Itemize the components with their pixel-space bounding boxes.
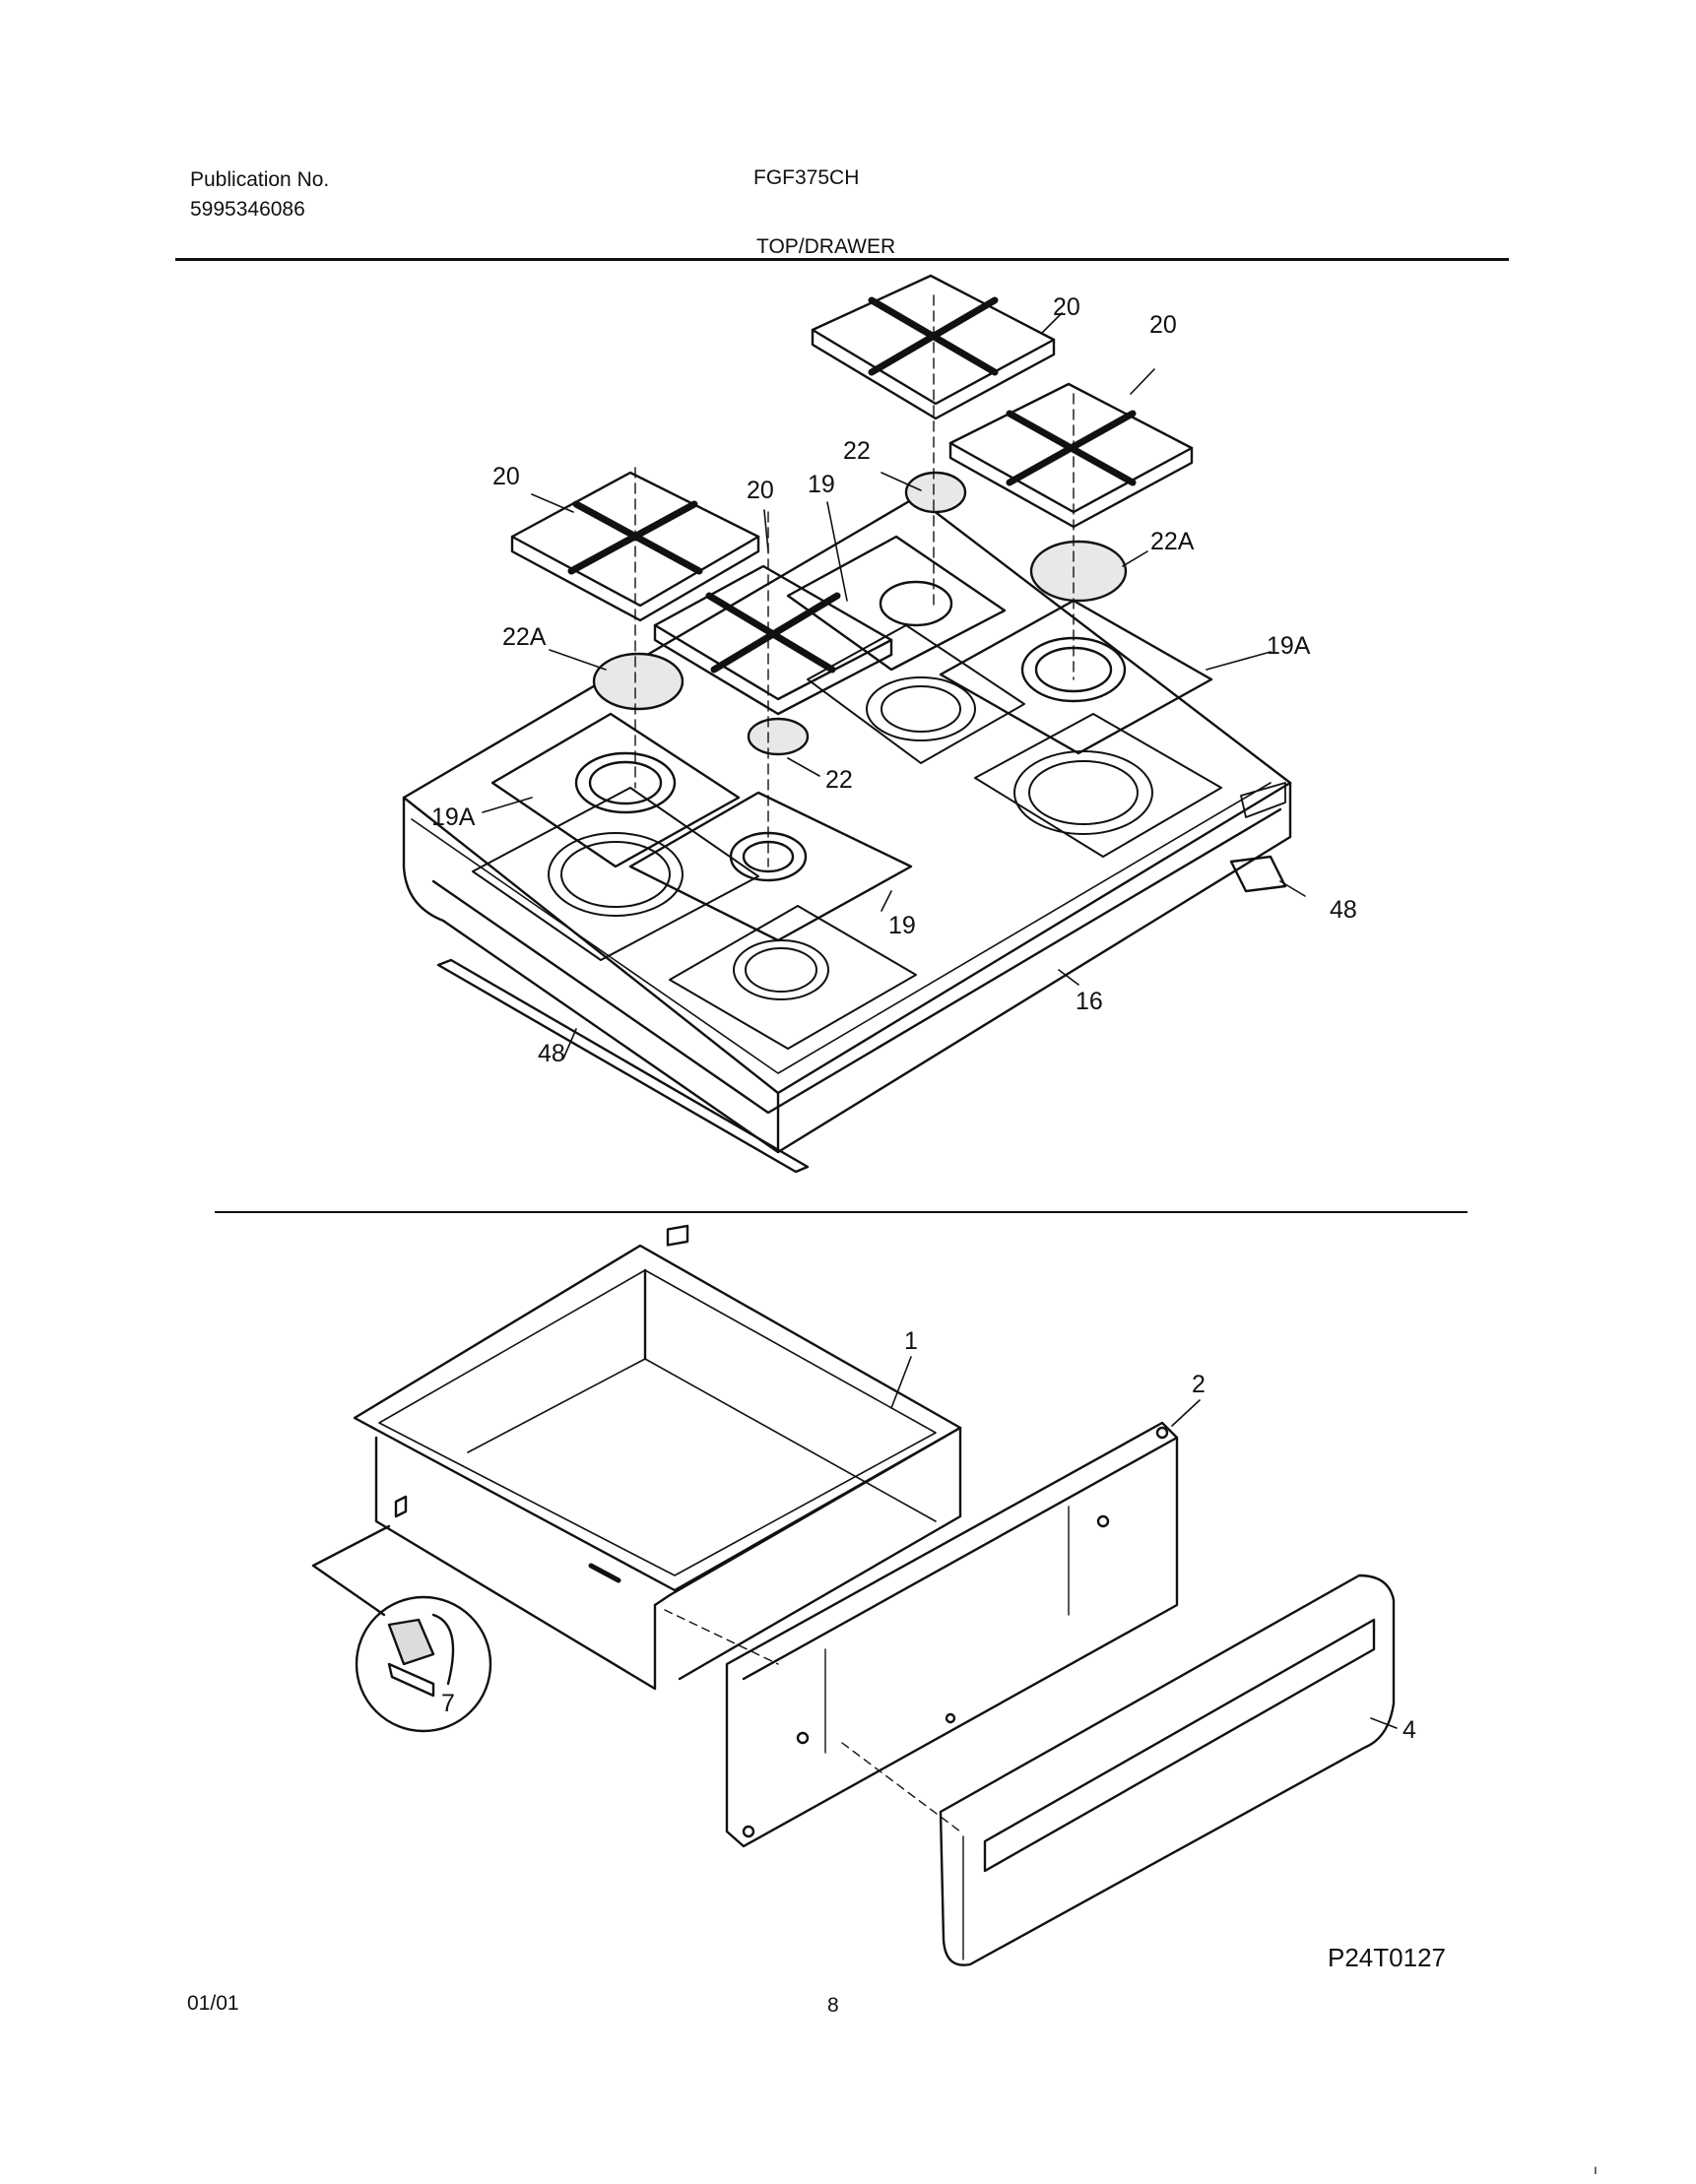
callout-20-right: 20: [1149, 311, 1177, 339]
publication-number: 5995346086: [190, 198, 305, 221]
page-number: 8: [827, 1994, 839, 2017]
grate-left: [510, 471, 760, 622]
cap-22-rear: [904, 471, 967, 514]
callout-19a-left: 19A: [431, 803, 476, 831]
model-number: FGF375CH: [753, 166, 860, 189]
cap-22a-right: [1029, 540, 1128, 603]
callout-4: 4: [1402, 1716, 1416, 1744]
callout-22a-right: 22A: [1150, 528, 1195, 555]
drawer-front-4: [939, 1574, 1396, 1966]
drawer-front-panel-2: [725, 1421, 1179, 1848]
drawer-glide-7: [311, 1524, 492, 1733]
leader-lines-drawer: [890, 1356, 1398, 1729]
trim-48-left: [436, 958, 810, 1174]
burner-pan-19-front: [628, 791, 913, 942]
callout-1: 1: [904, 1327, 918, 1355]
leader-lines-top: [482, 312, 1306, 1060]
section-title: TOP/DRAWER: [756, 235, 896, 258]
callout-19-front: 19: [888, 912, 916, 939]
trim-48-right: [1229, 855, 1287, 893]
callout-20-rear: 20: [1053, 293, 1080, 321]
cap-22a-left: [592, 652, 685, 711]
cooktop-16: [402, 495, 1292, 1154]
explosion-centerlines: [634, 294, 1075, 867]
callout-48-left: 48: [538, 1040, 565, 1067]
burner-caps: [592, 471, 1128, 756]
callout-19-rear: 19: [808, 471, 835, 498]
publication-label: Publication No.: [190, 168, 330, 191]
callout-20-left: 20: [492, 463, 520, 490]
burner-pan-19-rear: [786, 535, 1007, 672]
callout-16: 16: [1076, 988, 1103, 1015]
grates: [510, 274, 1194, 716]
drawer-assembly-lines: [664, 1609, 961, 1832]
diagram-code: P24T0127: [1328, 1943, 1446, 1972]
callout-48-right: 48: [1330, 896, 1357, 924]
callout-20-center: 20: [747, 477, 774, 504]
section-divider: [215, 1211, 1468, 1213]
callout-2: 2: [1192, 1371, 1206, 1398]
cap-22-front: [747, 717, 810, 756]
corner-mark: ı: [1594, 2161, 1598, 2177]
callout-7: 7: [441, 1690, 455, 1717]
callout-22-rear: 22: [843, 437, 871, 465]
grate-right: [948, 382, 1194, 529]
burner-pan-19a-left: [490, 712, 741, 868]
callout-labels: 20 20 20 20 22 22 22A 22A 19 19 19A 19A …: [431, 293, 1416, 1744]
header-divider: [175, 258, 1509, 261]
drawer-body-1: [353, 1224, 962, 1691]
revision-date: 01/01: [187, 1992, 239, 2015]
callout-22a-left: 22A: [502, 623, 547, 651]
callout-19a-right: 19A: [1267, 632, 1311, 660]
grate-center: [653, 564, 893, 716]
callout-22-front: 22: [825, 766, 853, 794]
